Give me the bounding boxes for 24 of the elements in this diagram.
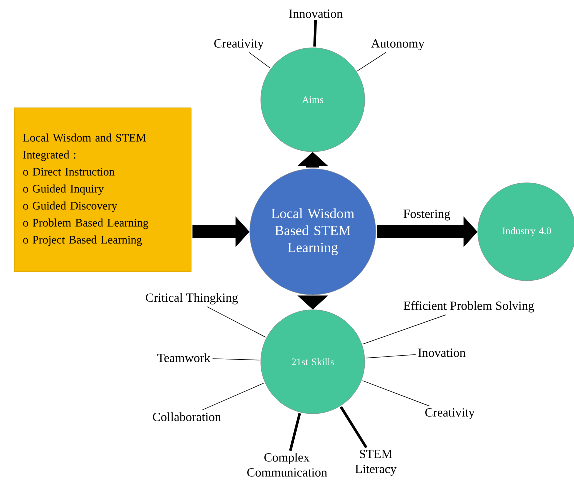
skill-label: Innovation	[289, 10, 343, 18]
skill-label: Critical Thingking	[146, 293, 238, 305]
leader-line	[289, 413, 302, 452]
leader-line	[357, 52, 386, 72]
leader-line	[366, 354, 416, 359]
leader-line	[202, 382, 265, 411]
skill-label: Complex Communication	[248, 453, 328, 477]
skill-label: Autonomy	[371, 40, 425, 50]
skill-label: Inovation	[418, 348, 466, 358]
leader-line	[212, 358, 260, 361]
leader-line	[249, 52, 271, 69]
leader-line	[206, 306, 266, 338]
leader-line	[340, 406, 368, 448]
leader-line	[314, 20, 318, 47]
skill-label: Creativity	[214, 40, 264, 50]
edge-label: Fostering	[402, 208, 452, 222]
method-box: Local Wisdom and STEM Integrated : o Direct Instruction o Guided Inquiry o Guided Discovery o Problem Based Learning o Project Based Learning	[14, 108, 192, 272]
skill-label: Collaboration	[153, 412, 222, 422]
skill-label: Teamwork	[158, 354, 211, 362]
skill-label: Efficient Problem Solving	[404, 301, 534, 313]
leader-line	[362, 314, 447, 345]
skill-label: Creativity	[426, 408, 475, 420]
leader-line	[362, 380, 430, 407]
skill-label: STEM Literacy	[356, 450, 397, 476]
